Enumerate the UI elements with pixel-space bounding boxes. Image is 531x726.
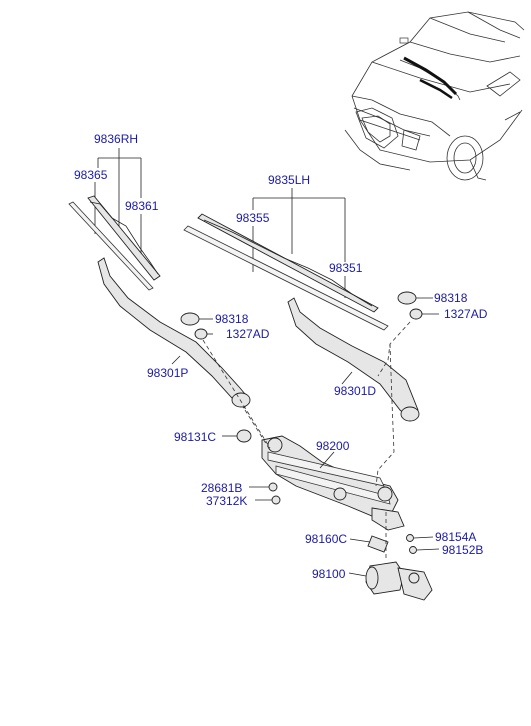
label-bolt-a: 28681B [201,481,242,495]
driver-wiper-arm [287,297,419,421]
label-bolt-b: 37312K [206,494,247,508]
label-rh-blade: 98361 [125,199,159,213]
rh-blade-group [68,148,161,291]
wiper-motor [365,561,433,601]
label-cover: 98160C [305,532,347,546]
dashed-leaders [202,321,411,560]
part-labels: 9836RH 98365 98361 9835LH 98355 98351 98… [74,132,488,581]
washer-a-shape [406,534,414,542]
rh-refill-strip [68,201,154,291]
lh-refill-strip [183,225,389,331]
label-cap-left: 98318 [215,312,249,326]
nut-left-shape [194,328,208,340]
lh-blade-group [183,188,389,331]
label-nut-right: 1327AD [444,307,488,321]
vehicle-illustration [344,11,525,181]
label-lh-blade: 98351 [329,261,363,275]
label-pivot-cap: 98131C [174,430,216,444]
bolt-a-shape [268,482,278,492]
nut-right-shape [409,308,423,320]
label-lh-refill: 98355 [236,211,270,225]
washer-b-shape [409,546,417,554]
label-arm-driver: 98301D [334,384,376,398]
label-washer-b: 98152B [442,543,483,557]
leader-lines [171,297,440,577]
bolt-b-shape [271,495,281,505]
label-lh-assembly: 9835LH [268,173,310,187]
passenger-arm-head [231,392,251,408]
label-motor: 98100 [312,567,346,581]
driver-arm-head [400,406,420,422]
label-washer-a: 98154A [435,530,476,544]
lh-wiper-blade [197,213,379,313]
linkage-assembly [261,435,405,531]
label-linkage: 98200 [316,439,350,453]
cap-left-shape [180,312,200,326]
cap-right-shape [397,291,417,305]
label-rh-assembly: 9836RH [94,132,138,146]
label-nut-left: 1327AD [226,327,270,341]
label-arm-passenger: 98301P [147,366,188,380]
label-rh-refill: 98365 [74,168,108,182]
pivot-cap-shape [236,429,252,443]
rh-wiper-blade [87,195,161,281]
cover-shape [367,535,389,553]
label-cap-right: 98318 [434,291,468,305]
